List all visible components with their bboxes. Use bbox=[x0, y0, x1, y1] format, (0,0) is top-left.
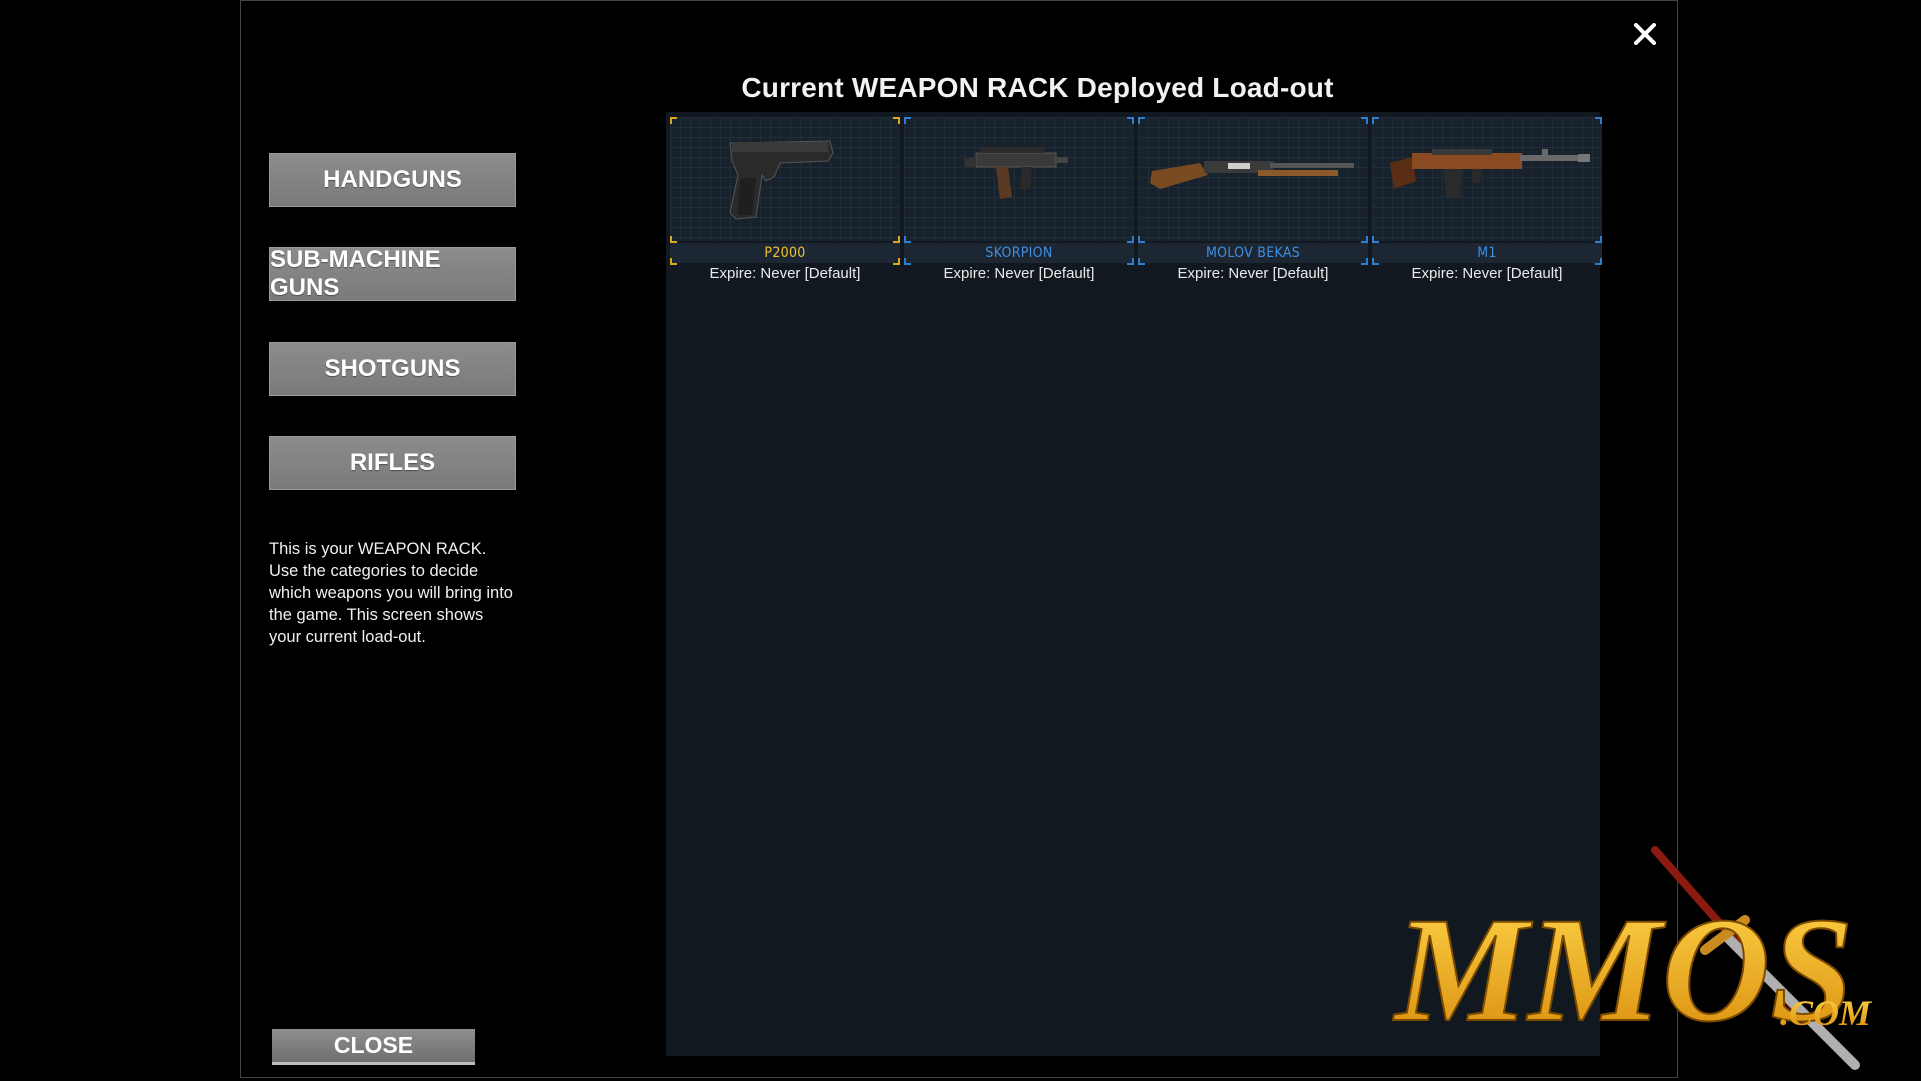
page-title: Current WEAPON RACK Deployed Load-out bbox=[741, 72, 1334, 103]
corner-mark bbox=[670, 117, 677, 124]
corner-mark bbox=[1361, 117, 1368, 124]
corner-mark bbox=[670, 236, 677, 243]
weapon-image-area bbox=[904, 117, 1134, 241]
corner-mark bbox=[1595, 236, 1602, 243]
category-shotguns-button[interactable]: SHOTGUNS bbox=[269, 342, 516, 396]
corner-mark bbox=[1138, 117, 1145, 124]
corner-mark bbox=[1372, 258, 1379, 265]
mmos-watermark-logo: MMOS .COM bbox=[1385, 840, 1905, 1070]
weapon-expire: Expire: Never [Default] bbox=[1411, 265, 1563, 282]
weapon-expire: Expire: Never [Default] bbox=[943, 265, 1095, 282]
corner-mark bbox=[670, 258, 677, 265]
close-button[interactable]: CLOSE bbox=[272, 1029, 475, 1065]
close-x-icon[interactable] bbox=[1629, 18, 1661, 50]
loadout-slot-skorpion[interactable]: SKORPION Expire: Never [Default] bbox=[904, 117, 1134, 287]
corner-mark bbox=[904, 117, 911, 124]
corner-mark bbox=[1127, 258, 1134, 265]
loadout-panel bbox=[666, 112, 1600, 1056]
corner-mark bbox=[1127, 117, 1134, 124]
loadout-slot-m1[interactable]: M1 Expire: Never [Default] bbox=[1372, 117, 1602, 287]
svg-text:.COM: .COM bbox=[1780, 993, 1873, 1033]
corner-mark bbox=[893, 258, 900, 265]
corner-mark bbox=[893, 117, 900, 124]
category-smg-button[interactable]: SUB-MACHINE GUNS bbox=[269, 246, 516, 301]
shotgun-icon bbox=[1150, 161, 1354, 189]
weapon-image-area bbox=[670, 117, 900, 241]
loadout-slot-p2000[interactable]: P2000 Expire: Never [Default] bbox=[670, 117, 900, 287]
weapon-name: M1 bbox=[1372, 243, 1602, 263]
corner-mark bbox=[1138, 258, 1145, 265]
weapon-rack-description: This is your WEAPON RACK. Use the catego… bbox=[269, 540, 513, 646]
pistol-icon bbox=[729, 140, 834, 220]
corner-mark bbox=[1372, 236, 1379, 243]
corner-mark bbox=[1595, 258, 1602, 265]
corner-mark bbox=[1138, 236, 1145, 243]
weapon-expire: Expire: Never [Default] bbox=[709, 265, 861, 282]
corner-mark bbox=[893, 236, 900, 243]
category-handguns-button[interactable]: HANDGUNS bbox=[269, 153, 516, 207]
corner-mark bbox=[1595, 117, 1602, 124]
smg-icon bbox=[964, 147, 1068, 199]
corner-mark bbox=[904, 236, 911, 243]
corner-mark bbox=[904, 258, 911, 265]
svg-text:MMOS: MMOS bbox=[1393, 887, 1854, 1053]
corner-mark bbox=[1127, 236, 1134, 243]
corner-mark bbox=[1372, 117, 1379, 124]
corner-mark bbox=[1361, 258, 1368, 265]
category-rifles-button[interactable]: RIFLES bbox=[269, 436, 516, 490]
weapon-name: SKORPION bbox=[904, 243, 1134, 263]
corner-mark bbox=[1361, 236, 1368, 243]
loadout-slot-molov-bekas[interactable]: MOLOV BEKAS Expire: Never [Default] bbox=[1138, 117, 1368, 287]
weapon-name: MOLOV BEKAS bbox=[1138, 243, 1368, 263]
weapon-name: P2000 bbox=[670, 243, 900, 263]
weapon-expire: Expire: Never [Default] bbox=[1177, 265, 1329, 282]
rifle-icon bbox=[1390, 149, 1590, 197]
